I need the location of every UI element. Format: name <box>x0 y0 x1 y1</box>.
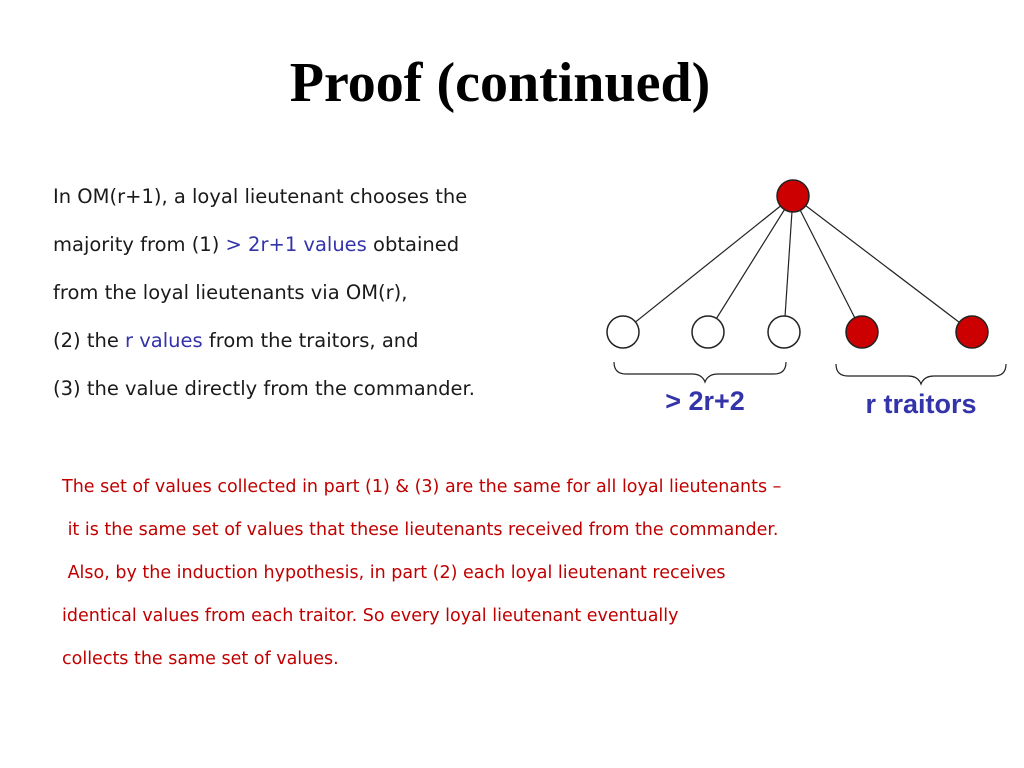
body-text: In OM(r+1), a loyal lieutenant chooses t… <box>53 180 593 420</box>
body-line: from the loyal lieutenants via OM(r), <box>53 276 593 324</box>
explanation-line: Also, by the induction hypothesis, in pa… <box>62 563 726 583</box>
explanation-text: The set of values collected in part (1) … <box>62 472 962 687</box>
body-line: (2) the r values from the traitors, and <box>53 324 593 372</box>
body-line: majority from (1) > 2r+1 values obtained <box>53 228 593 276</box>
commander-node <box>776 179 810 213</box>
body-text-segment: In OM(r+1), a loyal lieutenant chooses t… <box>53 185 468 208</box>
body-text-segment: majority from (1) <box>53 233 226 256</box>
loyal-lieutenant-node <box>691 315 725 349</box>
loyal-group-brace <box>613 361 787 384</box>
tree-edge <box>622 195 794 333</box>
tree-edge <box>792 195 973 333</box>
tree-edge <box>792 195 863 333</box>
body-text-segment: from the traitors, and <box>202 329 419 352</box>
highlighted-term: > 2r+1 values <box>225 233 367 256</box>
tree-edge <box>707 195 794 333</box>
body-line: In OM(r+1), a loyal lieutenant chooses t… <box>53 180 593 228</box>
slide-title: Proof (continued) <box>289 52 711 114</box>
body-text-segment: from the loyal lieutenants via OM(r), <box>53 281 408 304</box>
body-text-segment: (3) the value directly from the commande… <box>53 377 475 400</box>
traitor-group-label: r traitors <box>865 389 976 419</box>
traitor-group-brace <box>835 363 1007 386</box>
explanation-line: identical values from each traitor. So e… <box>62 606 679 626</box>
highlighted-term: r values <box>125 329 203 352</box>
body-text-segment: obtained <box>366 233 460 256</box>
loyal-lieutenant-node <box>767 315 801 349</box>
traitor-lieutenant-node <box>955 315 989 349</box>
loyal-lieutenant-node <box>606 315 640 349</box>
traitor-lieutenant-node <box>845 315 879 349</box>
tree-edge <box>783 195 794 333</box>
body-text-segment: (2) the <box>53 329 126 352</box>
body-line: (3) the value directly from the commande… <box>53 372 593 420</box>
loyal-group-label: > 2r+2 <box>665 386 745 416</box>
explanation-line: collects the same set of values. <box>62 649 339 669</box>
explanation-line: The set of values collected in part (1) … <box>62 477 782 497</box>
explanation-line: it is the same set of values that these … <box>62 520 779 540</box>
